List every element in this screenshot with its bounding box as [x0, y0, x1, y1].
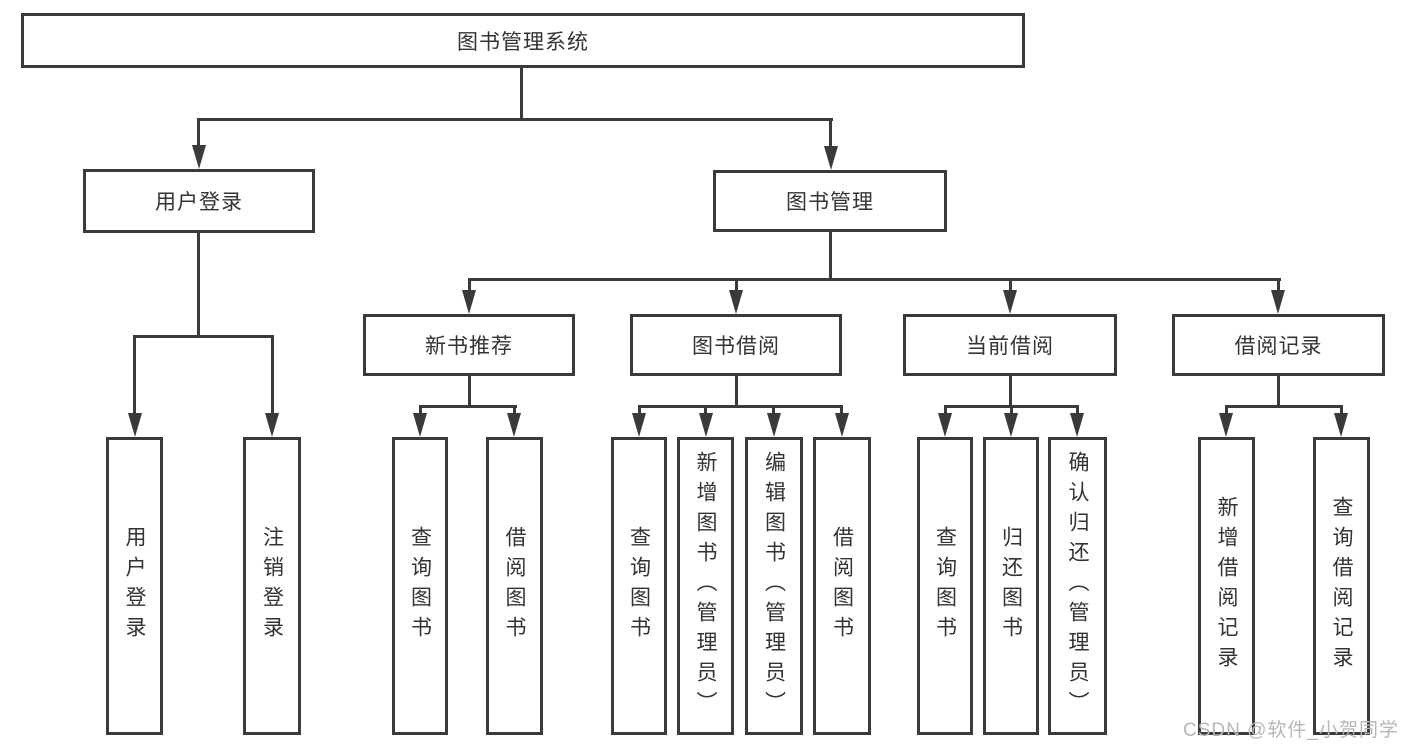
leaf-add-borrow-record: 新增借阅记录	[1198, 437, 1255, 735]
connector-line	[1009, 376, 1012, 408]
arrow-down-icon	[1004, 413, 1018, 437]
node-root-label: 图书管理系统	[457, 30, 589, 54]
leaf-edit-book-admin-label: 编辑图书（管理员）	[762, 451, 786, 721]
arrow-down-icon	[1334, 413, 1348, 437]
connector-line	[197, 233, 200, 337]
leaf-add-book-admin-label: 新增图书（管理员）	[694, 451, 717, 721]
connector-line	[638, 405, 641, 417]
leaf-user-login: 用户登录	[106, 437, 163, 735]
leaf-recommend-query-books: 查询图书	[392, 437, 448, 735]
connector-line	[704, 405, 707, 417]
leaf-recommend-borrow-books: 借阅图书	[486, 437, 543, 735]
connector-line	[133, 335, 136, 417]
leaf-return-books-label: 归还图书	[999, 526, 1023, 646]
node-current-borrow-label: 当前借阅	[966, 335, 1054, 358]
arrow-down-icon	[1070, 413, 1084, 437]
watermark: CSDN @软件_小贺同学	[1183, 720, 1399, 741]
leaf-confirm-return-admin: 确认归还（管理员）	[1048, 437, 1107, 735]
leaf-borrow-query-books: 查询图书	[611, 437, 667, 735]
arrow-down-icon	[192, 145, 206, 169]
arrow-down-icon	[835, 413, 849, 437]
leaf-return-books: 归还图书	[983, 437, 1039, 735]
arrow-down-icon	[462, 290, 476, 314]
node-user-login: 用户登录	[83, 169, 315, 233]
arrow-down-icon	[729, 290, 743, 314]
leaf-borrow-query-books-label: 查询图书	[627, 526, 651, 646]
connector-line	[735, 278, 738, 292]
leaf-recommend-query-books-label: 查询图书	[408, 526, 432, 646]
leaf-current-query-books: 查询图书	[917, 437, 973, 735]
leaf-logout-label: 注销登录	[260, 526, 284, 646]
connector-line	[419, 405, 517, 408]
node-book-borrow: 图书借阅	[630, 314, 842, 376]
node-current-borrow: 当前借阅	[903, 314, 1117, 376]
connector-line	[468, 278, 1281, 281]
connector-line	[840, 405, 843, 417]
connector-line	[1225, 405, 1228, 417]
leaf-add-borrow-record-label: 新增借阅记录	[1215, 496, 1238, 676]
leaf-recommend-borrow-books-label: 借阅图书	[503, 526, 526, 646]
arrow-down-icon	[507, 413, 521, 437]
node-user-login-label: 用户登录	[155, 191, 243, 214]
arrow-down-icon	[824, 146, 838, 170]
leaf-edit-book-admin: 编辑图书（管理员）	[745, 437, 803, 735]
leaf-borrow-books-label: 借阅图书	[830, 526, 854, 646]
connector-line	[1010, 405, 1013, 417]
connector-line	[271, 335, 274, 417]
arrow-down-icon	[1219, 413, 1233, 437]
node-new-book-recommend-label: 新书推荐	[425, 335, 513, 358]
leaf-user-login-label: 用户登录	[123, 526, 146, 646]
arrow-down-icon	[699, 413, 713, 437]
node-root: 图书管理系统	[21, 13, 1025, 68]
connector-line	[1340, 405, 1343, 417]
arrow-down-icon	[128, 413, 142, 437]
node-borrow-records: 借阅记录	[1172, 314, 1385, 376]
leaf-logout: 注销登录	[243, 437, 301, 735]
arrow-down-icon	[265, 413, 279, 437]
connector-line	[513, 405, 516, 417]
connector-line	[133, 335, 274, 338]
connector-line	[829, 232, 832, 280]
connector-line	[197, 118, 200, 150]
connector-line	[829, 118, 832, 150]
connector-line	[419, 405, 422, 417]
leaf-query-borrow-record-label: 查询借阅记录	[1330, 496, 1353, 676]
connector-line	[1225, 405, 1343, 408]
connector-line	[1076, 405, 1079, 417]
leaf-borrow-books: 借阅图书	[813, 437, 871, 735]
arrow-down-icon	[413, 413, 427, 437]
arrow-down-icon	[1271, 290, 1285, 314]
connector-line	[1277, 278, 1280, 292]
node-new-book-recommend: 新书推荐	[363, 314, 575, 376]
leaf-query-borrow-record: 查询借阅记录	[1313, 437, 1370, 735]
connector-line	[735, 376, 738, 408]
connector-line	[197, 118, 833, 121]
node-book-management-label: 图书管理	[786, 191, 874, 214]
connector-line	[520, 68, 523, 120]
node-book-management: 图书管理	[713, 170, 947, 232]
connector-line	[944, 405, 947, 417]
connector-line	[772, 405, 775, 417]
arrow-down-icon	[767, 413, 781, 437]
arrow-down-icon	[938, 413, 952, 437]
leaf-add-book-admin: 新增图书（管理员）	[677, 437, 734, 735]
arrow-down-icon	[1003, 290, 1017, 314]
connector-line	[1277, 376, 1280, 408]
connector-line	[468, 278, 471, 292]
leaf-confirm-return-admin-label: 确认归还（管理员）	[1066, 451, 1089, 721]
node-borrow-records-label: 借阅记录	[1234, 335, 1323, 358]
leaf-current-query-books-label: 查询图书	[933, 526, 957, 646]
arrow-down-icon	[632, 413, 646, 437]
connector-line	[638, 405, 843, 408]
connector-line	[468, 376, 471, 408]
node-book-borrow-label: 图书借阅	[692, 335, 780, 358]
connector-line	[1009, 278, 1012, 292]
